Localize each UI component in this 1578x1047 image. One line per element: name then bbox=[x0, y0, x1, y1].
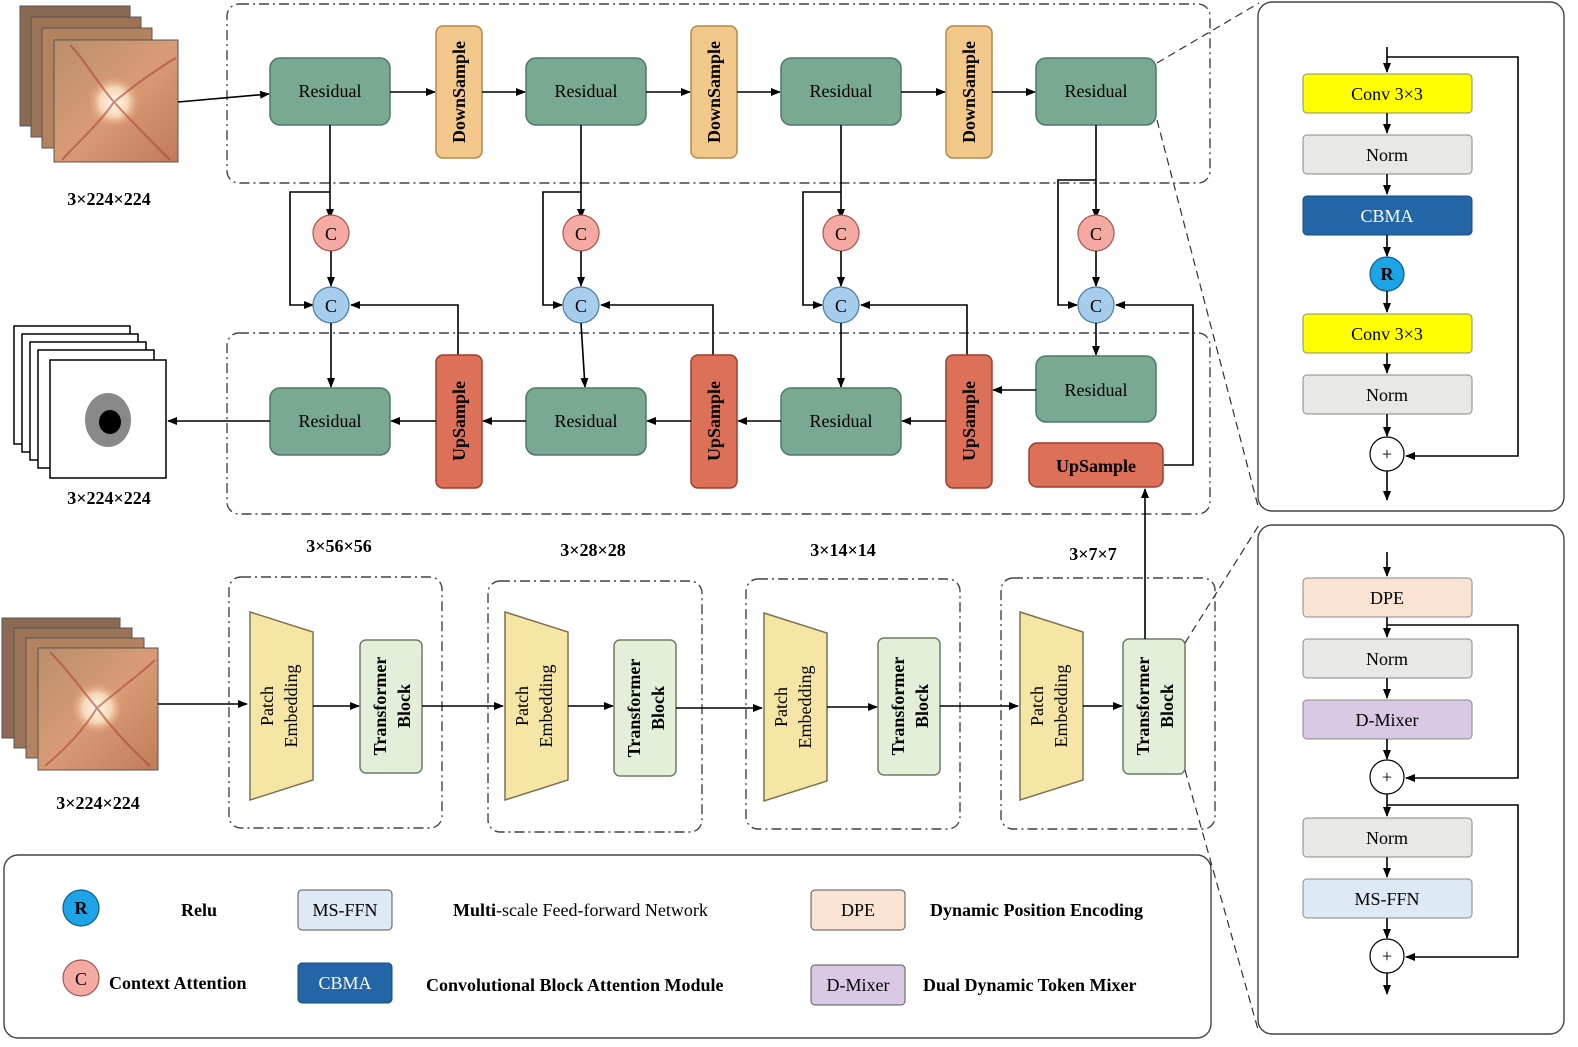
legend-dmixer-box bbox=[810, 964, 906, 1006]
context-attention-node-3-label: C bbox=[835, 224, 847, 244]
transformer-block-3-label-line2: Block bbox=[912, 684, 932, 728]
transformer-stage-3-panel bbox=[745, 578, 961, 830]
patch-embedding-2 bbox=[504, 610, 569, 802]
input-image-stack-top bbox=[19, 5, 179, 163]
residual-conv-2-label: Conv 3×3 bbox=[1351, 324, 1423, 344]
concat-node-1-label: C bbox=[325, 296, 337, 316]
stage-3-size-label: 3×14×14 bbox=[810, 540, 876, 560]
transformer-block-1-label-line2: Block bbox=[394, 684, 414, 728]
patch-embedding-3-label-line1: Patch bbox=[771, 687, 791, 727]
encoder-residual-1-label: Residual bbox=[299, 81, 362, 101]
concat-node-4-label: C bbox=[1090, 296, 1102, 316]
legend-relu-icon bbox=[62, 889, 100, 927]
legend-cbma-box bbox=[297, 962, 393, 1004]
legend-msffn-text: Multi-scale Feed-forward Network bbox=[453, 900, 708, 920]
decoder-panel bbox=[226, 332, 1211, 515]
transformer-block-3-label-line1: Transformer bbox=[888, 657, 908, 756]
legend-panel bbox=[3, 854, 1212, 1039]
residual-norm-1-label: Norm bbox=[1366, 145, 1408, 165]
input-size-label-top: 3×224×224 bbox=[67, 189, 151, 209]
legend-dpe-box bbox=[810, 889, 906, 931]
concat-node-2-label: C bbox=[575, 296, 587, 316]
legend-msffn-box bbox=[297, 889, 393, 931]
patch-embedding-4 bbox=[1019, 610, 1084, 802]
patch-embedding-2-label-line1: Patch bbox=[512, 686, 532, 726]
stage-4-size-label: 3×7×7 bbox=[1069, 544, 1117, 564]
downsample-2-label: DownSample bbox=[704, 41, 724, 143]
context-attention-node-1-label: C bbox=[325, 224, 337, 244]
decoder-residual-4-label: Residual bbox=[1065, 380, 1128, 400]
legend-cbma-box-label: CBMA bbox=[318, 973, 371, 993]
downsample-3-label: DownSample bbox=[959, 41, 979, 143]
decoder-residual-1-label: Residual bbox=[299, 411, 362, 431]
transformer-block-4-label-line2: Block bbox=[1157, 684, 1177, 728]
residual-add-label: + bbox=[1382, 444, 1392, 464]
patch-embedding-3 bbox=[763, 611, 828, 803]
patch-embedding-1 bbox=[249, 610, 314, 802]
legend-cbma-text: Convolutional Block Attention Module bbox=[426, 975, 724, 995]
encoder-panel bbox=[226, 3, 1211, 184]
transformer-add-1-label: + bbox=[1382, 767, 1392, 787]
transformer-dmixer-label: D-Mixer bbox=[1356, 710, 1419, 730]
upsample-3-label: UpSample bbox=[959, 381, 979, 461]
residual-cbma-label: CBMA bbox=[1360, 206, 1413, 226]
decoder-residual-2-label: Residual bbox=[555, 411, 618, 431]
transformer-stage-1-panel bbox=[228, 576, 443, 829]
encoder-residual-3-label: Residual bbox=[810, 81, 873, 101]
legend-context-attention-symbol: C bbox=[75, 969, 87, 989]
input-image-stack-bottom bbox=[1, 617, 159, 771]
transformer-block-4 bbox=[1122, 638, 1186, 775]
output-size-label: 3×224×224 bbox=[67, 488, 151, 508]
transformer-block-2-label-line2: Block bbox=[648, 686, 668, 730]
decoder-residual-3-label: Residual bbox=[810, 411, 873, 431]
stage-1-size-label: 3×56×56 bbox=[306, 536, 372, 556]
transformer-norm-2-label: Norm bbox=[1366, 828, 1408, 848]
legend-dmixer-box-label: D-Mixer bbox=[827, 975, 890, 995]
context-attention-node-2-label: C bbox=[575, 224, 587, 244]
patch-embedding-2-label-line2: Embedding bbox=[536, 665, 556, 748]
stage-2-size-label: 3×28×28 bbox=[560, 540, 626, 560]
upsample-bottleneck-label: UpSample bbox=[1056, 456, 1136, 476]
transformer-msffn-label: MS-FFN bbox=[1354, 889, 1419, 909]
transformer-dpe-label: DPE bbox=[1370, 588, 1404, 608]
upsample-2-label: UpSample bbox=[704, 381, 724, 461]
concat-node-3-label: C bbox=[835, 296, 847, 316]
input-size-label-bottom: 3×224×224 bbox=[56, 793, 140, 813]
legend-context-attention-text: Context Attention bbox=[109, 973, 247, 993]
legend-context-attention-icon bbox=[62, 959, 100, 997]
context-attention-node-4-label: C bbox=[1090, 224, 1102, 244]
output-mask-stack bbox=[13, 325, 167, 479]
patch-embedding-3-label-line2: Embedding bbox=[795, 666, 815, 749]
transformer-stage-4-panel bbox=[1000, 577, 1216, 830]
legend-dmixer-text: Dual Dynamic Token Mixer bbox=[923, 975, 1137, 995]
transformer-block-1-label-line1: Transformer bbox=[370, 657, 390, 756]
encoder-residual-2-label: Residual bbox=[555, 81, 618, 101]
patch-embedding-1-label-line2: Embedding bbox=[281, 665, 301, 748]
transformer-block-4-label-line1: Transformer bbox=[1133, 657, 1153, 756]
upsample-bottleneck bbox=[1028, 442, 1164, 488]
legend-relu-symbol: R bbox=[75, 898, 89, 918]
residual-conv-1-label: Conv 3×3 bbox=[1351, 84, 1423, 104]
patch-embedding-1-label-line1: Patch bbox=[257, 686, 277, 726]
transformer-norm-1-label: Norm bbox=[1366, 649, 1408, 669]
patch-embedding-4-label-line1: Patch bbox=[1027, 686, 1047, 726]
legend-dpe-box-label: DPE bbox=[841, 900, 875, 920]
transformer-add-2-label: + bbox=[1382, 946, 1392, 966]
residual-norm-2-label: Norm bbox=[1366, 385, 1408, 405]
downsample-1-label: DownSample bbox=[449, 41, 469, 143]
residual-relu-label: R bbox=[1381, 264, 1395, 284]
decoder-residual-4 bbox=[1035, 355, 1157, 423]
encoder-residual-4-label: Residual bbox=[1065, 81, 1128, 101]
legend-relu-text: Relu bbox=[181, 900, 217, 920]
legend-msffn-box-label: MS-FFN bbox=[312, 900, 377, 920]
transformer-stage-2-panel bbox=[487, 580, 703, 833]
patch-embedding-4-label-line2: Embedding bbox=[1051, 665, 1071, 748]
transformer-block-2-label-line1: Transformer bbox=[624, 659, 644, 758]
legend-dpe-text: Dynamic Position Encoding bbox=[930, 900, 1143, 920]
upsample-1-label: UpSample bbox=[449, 381, 469, 461]
